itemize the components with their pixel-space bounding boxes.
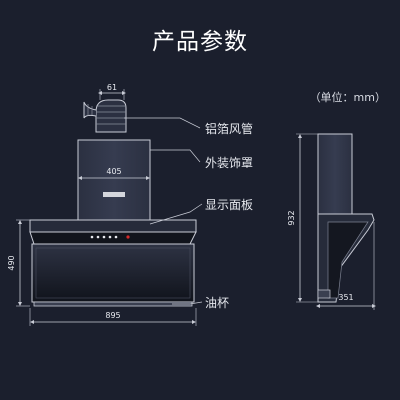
leader-oil-cup <box>172 301 203 305</box>
leader-duct <box>124 117 201 129</box>
unit-note: （单位：mm） <box>309 91 386 104</box>
side-oil-cup <box>317 289 331 299</box>
dim-label-side-height: 932 <box>287 210 296 225</box>
brand-plate <box>103 192 125 197</box>
dim-label-cover: 405 <box>106 167 121 176</box>
oil-cup <box>33 301 193 307</box>
power-indicator <box>126 235 130 239</box>
indicator-dot <box>102 235 106 239</box>
page-title: 产品参数 <box>152 29 248 55</box>
callout-display: 显示面板 <box>205 198 254 212</box>
indicator-dot <box>114 235 118 239</box>
display-panel <box>29 231 197 245</box>
leader-cover <box>150 149 201 163</box>
dim-label-height: 490 <box>7 255 16 270</box>
top-panel <box>29 219 197 233</box>
dim-label-duct: 61 <box>107 83 117 92</box>
indicator-dot <box>90 235 94 239</box>
callout-duct: 铝箔风管 <box>205 122 254 136</box>
side-view <box>296 133 376 310</box>
dim-label-depth: 351 <box>338 293 353 302</box>
leader-display <box>149 203 203 225</box>
callout-cover: 外装饰罩 <box>205 156 254 170</box>
glass-front <box>31 243 195 303</box>
front-view <box>16 89 203 326</box>
dim-label-width: 895 <box>105 311 120 320</box>
callout-oil-cup: 油杯 <box>205 296 230 310</box>
aluminum-duct <box>83 99 127 133</box>
indicator-dot <box>108 235 112 239</box>
side-chimney <box>317 133 353 215</box>
indicator-dot <box>96 235 100 239</box>
decorative-cover <box>77 139 151 221</box>
